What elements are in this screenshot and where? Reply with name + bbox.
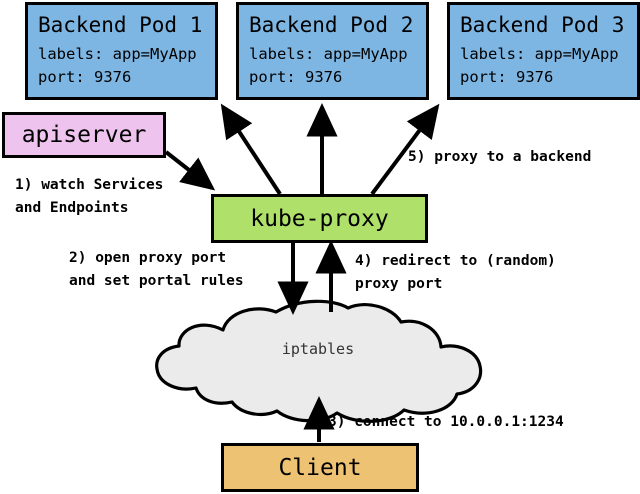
- arrow-proxy-to-backend-1: [220, 103, 282, 196]
- edge-label-4-line-2: proxy port: [355, 276, 443, 292]
- edge-label-1-line-1: 1) watch Services: [15, 177, 164, 193]
- backend-pod-3-title: Backend Pod 3: [460, 12, 625, 37]
- edge-label-3-line-1: 3) connect to 10.0.0.1:1234: [328, 414, 564, 430]
- arrow-proxy-to-backend-3: [370, 103, 440, 196]
- kube-proxy-label: kube-proxy: [250, 205, 389, 232]
- node-backend-pod-2[interactable]: Backend Pod 2 labels: app=MyApp port: 93…: [236, 2, 429, 100]
- edge-label-2-line-2: and set portal rules: [69, 273, 244, 289]
- backend-pod-2-port: port: 9376: [249, 67, 343, 86]
- edge-label-5-line-1: 5) proxy to a backend: [408, 149, 592, 165]
- iptables-cloud: [155, 299, 483, 423]
- client-label: Client: [278, 454, 362, 481]
- edge-label-2-line-1: 2) open proxy port: [69, 250, 227, 266]
- node-backend-pod-3[interactable]: Backend Pod 3 labels: app=MyApp port: 93…: [447, 2, 640, 100]
- node-kube-proxy[interactable]: kube-proxy: [211, 194, 428, 243]
- edge-label-1-line-2: and Endpoints: [15, 200, 129, 216]
- backend-pod-1-port: port: 9376: [38, 67, 132, 86]
- apiserver-label: apiserver: [21, 122, 147, 148]
- backend-pod-2-title: Backend Pod 2: [249, 12, 414, 37]
- backend-pod-1-labels: labels: app=MyApp: [38, 44, 197, 63]
- node-client[interactable]: Client: [221, 443, 419, 492]
- edge-label-4-line-1: 4) redirect to (random): [355, 253, 556, 269]
- node-backend-pod-1[interactable]: Backend Pod 1 labels: app=MyApp port: 93…: [25, 2, 218, 100]
- backend-pod-1-title: Backend Pod 1: [38, 12, 203, 37]
- arrow-watch-services: [164, 150, 216, 191]
- node-apiserver[interactable]: apiserver: [2, 112, 166, 158]
- backend-pod-2-labels: labels: app=MyApp: [249, 44, 408, 63]
- iptables-label: iptables: [281, 340, 355, 358]
- backend-pod-3-port: port: 9376: [460, 67, 554, 86]
- backend-pod-3-labels: labels: app=MyApp: [460, 44, 619, 63]
